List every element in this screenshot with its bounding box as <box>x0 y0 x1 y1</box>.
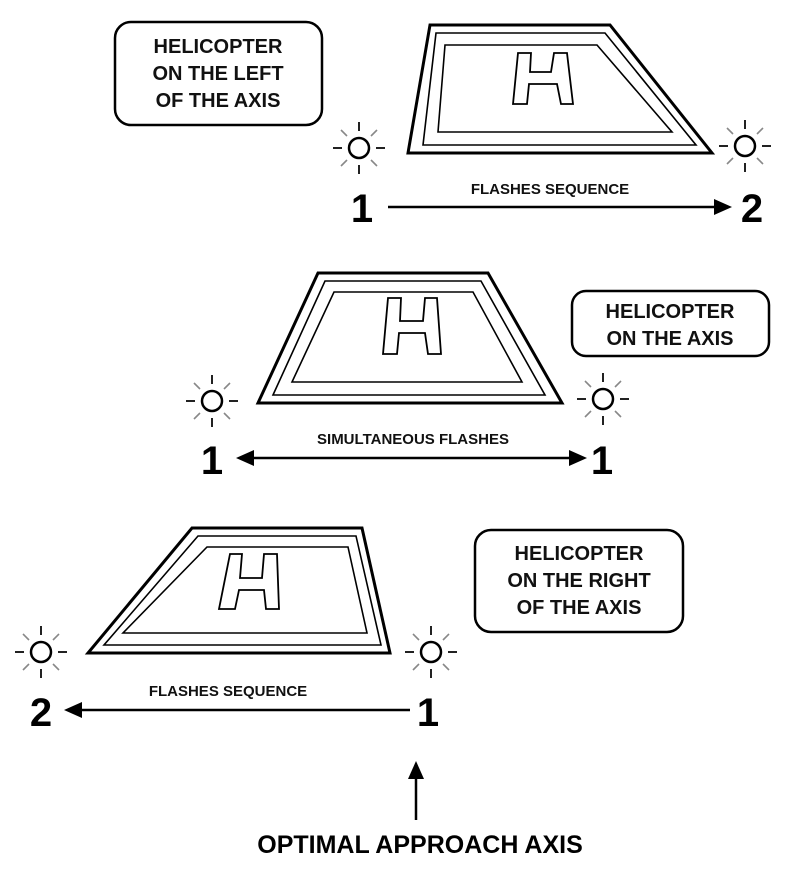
scenario-left-of-axis: HELICOPTER ON THE LEFT OF THE AXIS H <box>113 20 771 231</box>
helipad-h-icon <box>382 297 442 355</box>
simultaneous-double-arrow <box>236 450 587 466</box>
light-number-left: 1 <box>201 439 223 483</box>
approach-light-right <box>405 626 457 678</box>
flash-caption: FLASHES SEQUENCE <box>471 181 629 198</box>
approach-light-left <box>15 626 67 678</box>
approach-light-left <box>333 122 385 174</box>
sequence-arrow-right <box>388 199 732 215</box>
status-line-1: HELICOPTER <box>606 301 735 323</box>
helipad-h-icon <box>217 553 280 610</box>
flash-light-icon <box>347 136 371 160</box>
status-line-2: ON THE AXIS <box>606 328 733 350</box>
scenario-right-of-axis: HELICOPTER ON THE RIGHT OF THE AXIS H <box>15 526 685 735</box>
flash-light-icon <box>591 387 615 411</box>
approach-light-left <box>186 375 238 427</box>
flash-light-icon <box>733 134 757 158</box>
helipad-h-icon <box>512 52 575 105</box>
flash-light-icon <box>419 640 443 664</box>
flash-caption: FLASHES SEQUENCE <box>149 683 307 700</box>
status-box-center: HELICOPTER ON THE AXIS <box>570 289 771 358</box>
status-line-3: OF THE AXIS <box>517 597 642 619</box>
status-line-3: OF THE AXIS <box>156 90 281 112</box>
scenario-on-axis: HELICOPTER ON THE AXIS H <box>186 271 771 483</box>
helipad: H <box>84 526 392 655</box>
approach-light-right <box>577 373 629 425</box>
helipad: H <box>406 23 716 155</box>
light-number-left: 1 <box>351 187 373 231</box>
status-box-left: HELICOPTER ON THE LEFT OF THE AXIS <box>113 20 324 127</box>
status-line-1: HELICOPTER <box>154 36 283 58</box>
status-line-1: HELICOPTER <box>515 543 644 565</box>
status-line-2: ON THE RIGHT <box>507 570 650 592</box>
light-number-left: 2 <box>30 691 52 735</box>
flash-light-icon <box>200 389 224 413</box>
approach-axis-label: OPTIMAL APPROACH AXIS <box>257 831 583 859</box>
flash-light-icon <box>29 640 53 664</box>
light-number-right: 2 <box>741 187 763 231</box>
helipad: H <box>255 271 565 405</box>
approach-light-right <box>719 120 771 172</box>
sequence-arrow-left <box>64 702 410 718</box>
status-box-right: HELICOPTER ON THE RIGHT OF THE AXIS <box>473 528 685 634</box>
light-number-right: 1 <box>591 439 613 483</box>
approach-axis-arrow <box>408 761 424 820</box>
status-line-2: ON THE LEFT <box>152 63 283 85</box>
flash-caption: SIMULTANEOUS FLASHES <box>317 431 509 448</box>
light-number-right: 1 <box>417 691 439 735</box>
